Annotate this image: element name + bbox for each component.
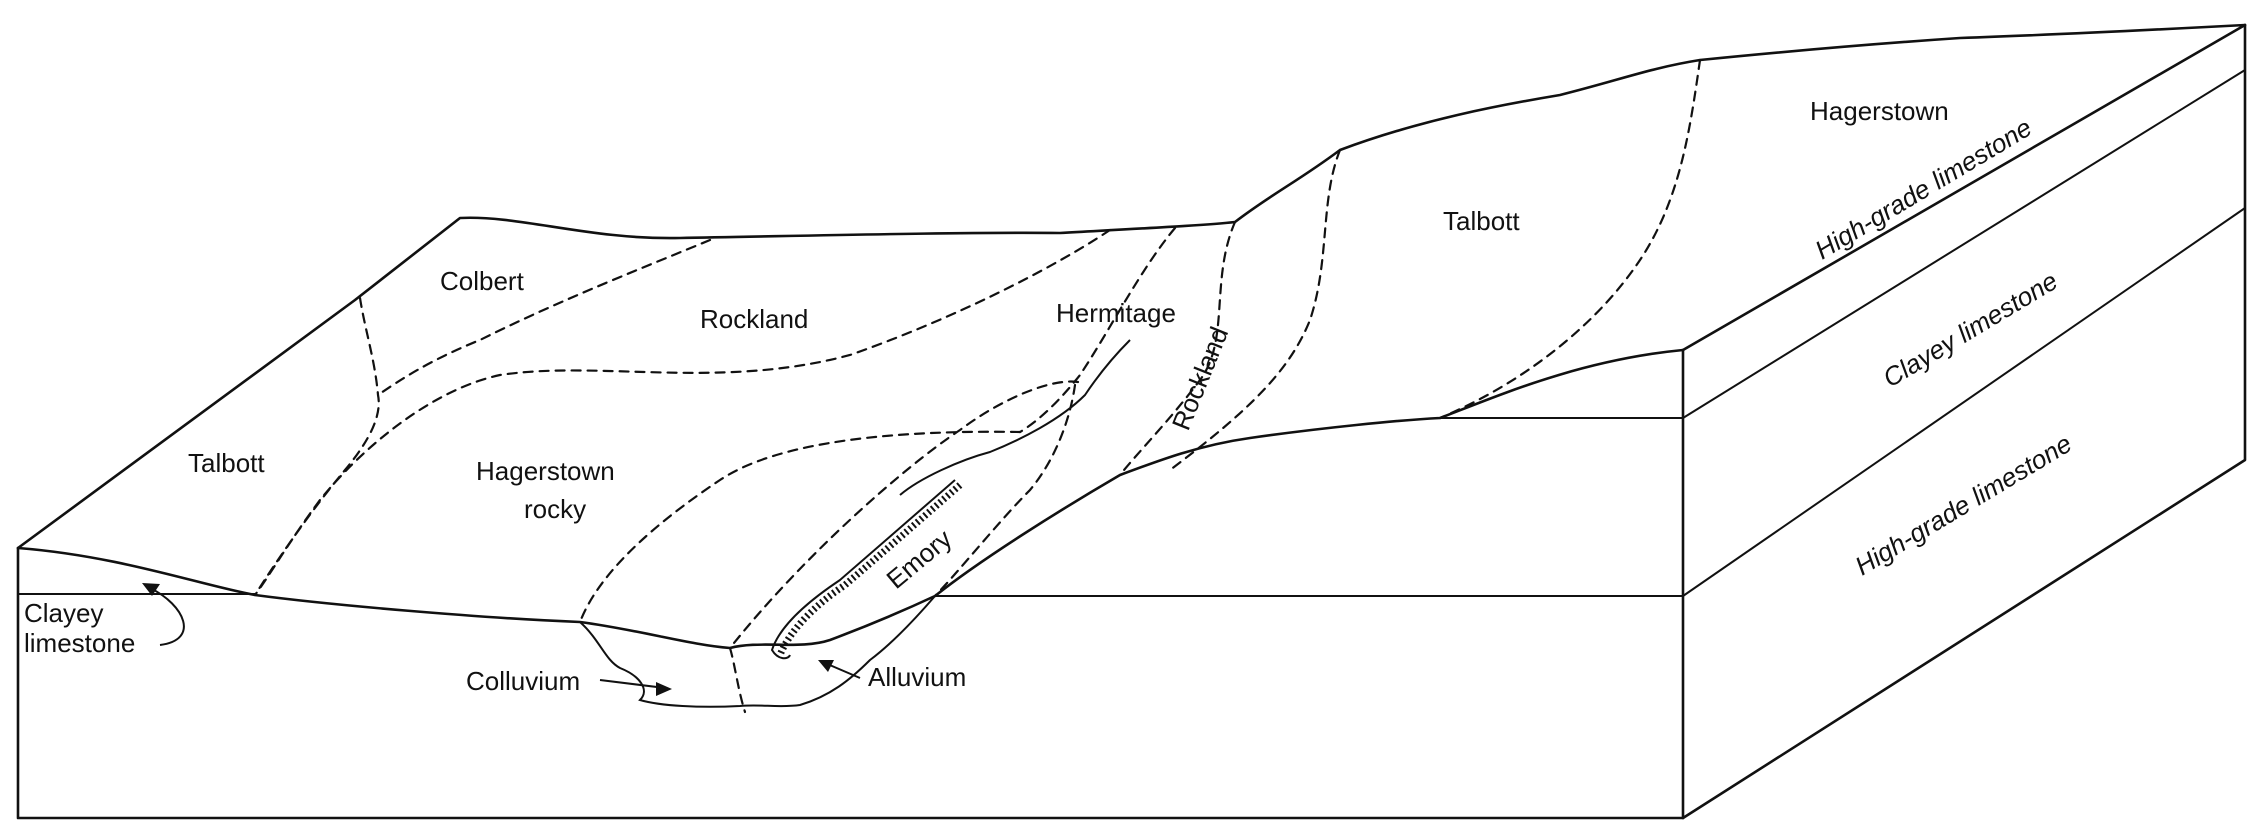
label-rockland-upper: Rockland — [700, 304, 808, 334]
label-colluvium: Colluvium — [466, 666, 580, 696]
label-stratum-bottom: High-grade limestone — [1850, 428, 2077, 581]
label-clayey-limestone-2: limestone — [24, 628, 135, 658]
stream-channel-edge — [770, 479, 956, 660]
boundary-rockland-right — [1168, 148, 1342, 472]
boundary-rockland-left — [1118, 220, 1237, 477]
label-alluvium: Alluvium — [868, 662, 966, 692]
right-stratum-line-2 — [1682, 207, 2246, 597]
arrow-colluvium-head — [656, 682, 672, 696]
boundary-hagerstown-hermitage — [1018, 226, 1177, 434]
label-hermitage: Hermitage — [1056, 298, 1176, 328]
boundary-rockland-hagerstown — [253, 228, 1112, 597]
stream-channel — [776, 482, 963, 657]
arrow-clayey-limestone — [149, 587, 185, 646]
arrow-clayey-limestone-head — [142, 583, 160, 596]
colluvium-deposit — [579, 595, 936, 708]
label-rockland-slope: Rockland — [1166, 322, 1234, 434]
label-talbott-left: Talbott — [188, 448, 265, 478]
label-stratum-middle: Clayey limestone — [1878, 265, 2063, 393]
boundary-hermitage-left — [728, 380, 1080, 650]
front-face-outline — [16, 348, 1685, 820]
right-stratum-line-1 — [1682, 69, 2246, 419]
boundary-colbert-rockland — [376, 238, 712, 397]
boundary-hermitage-inner — [933, 383, 1077, 598]
boundary-colbert-talbott — [253, 296, 380, 597]
arrow-alluvium-head — [818, 660, 834, 672]
label-clayey-limestone-1: Clayey — [24, 598, 103, 628]
boundary-hagerstown-rocky-lower — [578, 430, 1022, 624]
front-surface-profile — [16, 348, 1685, 650]
label-hagerstown-rocky-1: Hagerstown — [476, 456, 615, 486]
right-top-edge — [1681, 23, 2247, 352]
stream-upper — [899, 339, 1131, 496]
right-face-outline — [1681, 23, 2247, 820]
label-colbert: Colbert — [440, 266, 525, 296]
label-stratum-top: High-grade limestone — [1810, 112, 2037, 265]
label-talbott-upper: Talbott — [1443, 206, 1520, 236]
arrow-colluvium — [599, 679, 666, 689]
colluvium-boundary — [728, 646, 747, 714]
label-hagerstown-rocky-2: rocky — [524, 494, 586, 524]
boundary-talbott-hagerstown — [1438, 58, 1702, 420]
label-hagerstown-upper: Hagerstown — [1810, 96, 1949, 126]
